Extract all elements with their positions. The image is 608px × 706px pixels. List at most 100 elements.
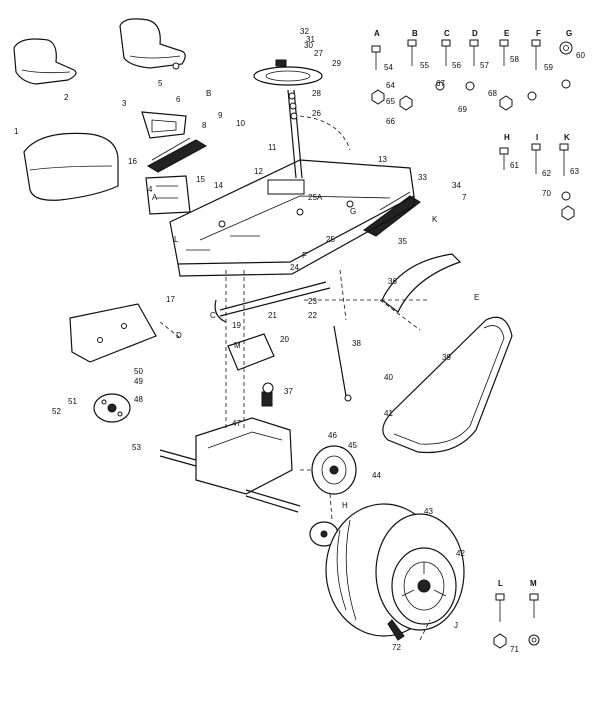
part-label-27: 27 [314,49,323,58]
reference-letter-D: D [176,331,182,340]
part-label-51: 51 [68,397,77,406]
steering-assembly [253,59,351,179]
part-label-71: 71 [510,645,519,654]
part-label-1: 1 [14,127,19,136]
part-label-67: 67 [436,79,445,88]
part-label-46: 46 [328,431,337,440]
part-label-30: 30 [304,41,313,50]
part-label-10: 10 [236,119,245,128]
hardware-letter-A: A [374,29,380,38]
part-label-55: 55 [420,61,429,70]
part-label-57: 57 [480,61,489,70]
part-label-24: 24 [290,263,299,272]
part-label-25: 25 [326,235,335,244]
reference-letter-B: B [206,89,211,98]
part-label-47: 47 [232,419,241,428]
fender-36 [381,253,462,313]
hardware-letter-M: M [530,579,537,588]
reference-letter-C: C [210,311,216,320]
part-label-4: 4 [148,185,153,194]
frame-25 [169,159,415,277]
part-label-58: 58 [510,55,519,64]
part-label-39: 39 [442,353,451,362]
hardware-letter-K: K [564,133,570,142]
part-label-7: 7 [462,193,467,202]
part-label-26: 26 [312,109,321,118]
part-label-65: 65 [386,97,395,106]
hardware-letter-I: I [536,133,538,142]
part-label-53: 53 [132,443,141,452]
part-label-52: 52 [52,407,61,416]
reference-letter-E: E [474,293,479,302]
hardware-letter-L: L [498,579,503,588]
hardware-letter-D: D [472,29,478,38]
part-label-36: 36 [388,277,397,286]
part-label-43: 43 [424,507,433,516]
part-label-42: 42 [456,549,465,558]
pulley-48-lower [309,521,339,547]
part-label-5: 5 [158,79,163,88]
hardware-legend [371,39,575,649]
transmission-47 [159,382,301,513]
part-label-61: 61 [510,161,519,170]
part-label-12: 12 [254,167,263,176]
part-label-16: 16 [128,157,137,166]
part-label-25A: 25A [308,193,323,202]
part-label-70: 70 [542,189,551,198]
part-label-33: 33 [418,173,427,182]
part-label-64: 64 [386,81,395,90]
part-label-50: 50 [134,367,143,376]
alignment-lines [159,269,431,641]
hardware-letter-F: F [536,29,541,38]
bracket-17 [69,303,157,363]
part-label-54: 54 [384,63,393,72]
seat-2 [13,38,77,85]
part-label-28: 28 [312,89,321,98]
reference-letter-F: F [302,251,307,260]
part-label-6: 6 [176,95,181,104]
reference-letter-M: M [234,341,241,350]
reference-letter-A: A [152,193,158,202]
part-label-17: 17 [166,295,175,304]
part-label-49: 49 [134,377,143,386]
part-label-66: 66 [386,117,395,126]
part-label-63: 63 [570,167,579,176]
part-label-15: 15 [196,175,205,184]
rim-42 [391,547,457,625]
part-label-68: 68 [488,89,497,98]
pedal-8 [146,137,208,173]
part-label-45: 45 [348,441,357,450]
plate-20 [227,333,275,371]
part-label-19: 19 [232,321,241,330]
hardware-letter-B: B [412,29,418,38]
reference-letter-J: J [454,621,458,630]
seat-5 [119,18,186,70]
part-label-22: 22 [308,311,317,320]
part-label-21: 21 [268,311,277,320]
hardware-letter-E: E [504,29,510,38]
reference-letter-L: L [174,235,179,244]
part-label-32: 32 [300,27,309,36]
part-label-2: 2 [64,93,69,102]
part-label-48: 48 [134,395,143,404]
part-label-9: 9 [218,111,223,120]
part-label-60: 60 [576,51,585,60]
pulley-48-upper [93,393,131,423]
hardware-letter-H: H [504,133,510,142]
part-label-44: 44 [372,471,381,480]
hood-1 [23,132,119,201]
hub-45 [311,445,357,495]
reference-letter-G: G [350,207,356,216]
valve-72 [387,619,405,641]
rod-38 [333,325,352,402]
part-label-62: 62 [542,169,551,178]
hardware-letter-C: C [444,29,450,38]
part-label-8: 8 [202,121,207,130]
part-label-69: 69 [458,105,467,114]
part-label-35: 35 [398,237,407,246]
part-label-56: 56 [452,61,461,70]
lever-19 [214,281,331,323]
part-label-34: 34 [452,181,461,190]
